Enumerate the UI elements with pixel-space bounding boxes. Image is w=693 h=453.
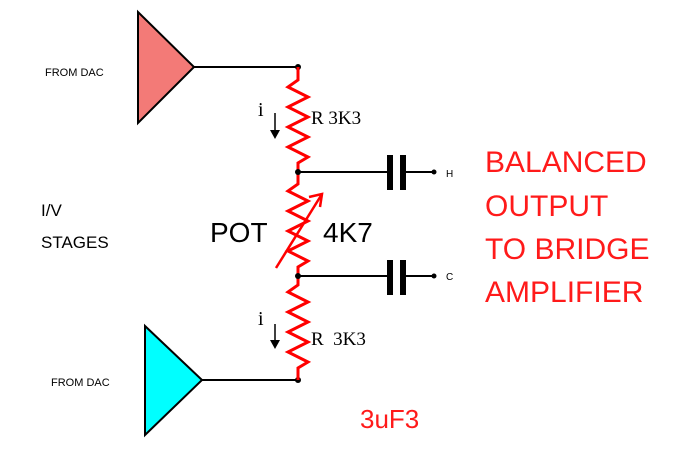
- iv-stages-line1: I/V: [41, 201, 62, 220]
- bottom-dac-amplifier: [144, 323, 204, 438]
- resistor-top-label: R 3K3: [311, 108, 361, 129]
- pot-value-label: 4K7: [323, 217, 373, 248]
- resistor-bottom-label: R 3K3: [311, 329, 366, 350]
- terminal-hot-label: H: [446, 169, 453, 180]
- current-label-bottom: i: [258, 308, 264, 330]
- top-resistor: [284, 67, 312, 172]
- current-arrow-bottom-head: [270, 340, 280, 349]
- capacitor-value-label: 3uF3: [360, 404, 419, 434]
- output-title-line4: AMPLIFIER: [485, 276, 643, 309]
- cold-terminal-dot: [431, 273, 437, 279]
- output-title-line3: TO BRIDGE: [485, 233, 649, 266]
- hot-terminal-dot: [431, 169, 437, 175]
- top-dac-amplifier: [137, 9, 196, 126]
- from-dac-bottom-label: FROM DAC: [51, 377, 110, 389]
- terminal-cold-label: C: [446, 272, 453, 283]
- pot-wiper-arrow-line: [274, 193, 324, 269]
- pot-label: POT: [210, 217, 268, 248]
- bottom-resistor: [284, 276, 312, 380]
- iv-stages-line2: STAGES: [41, 233, 109, 252]
- pot-wiper-arrow-head: [308, 192, 324, 208]
- output-title-line1: BALANCED: [485, 146, 647, 179]
- output-title-line2: OUTPUT: [485, 190, 608, 223]
- current-arrow-top-head: [270, 130, 280, 139]
- from-dac-top-label: FROM DAC: [45, 67, 104, 79]
- potentiometer-resistor: [284, 172, 312, 276]
- current-label-top: i: [258, 99, 264, 121]
